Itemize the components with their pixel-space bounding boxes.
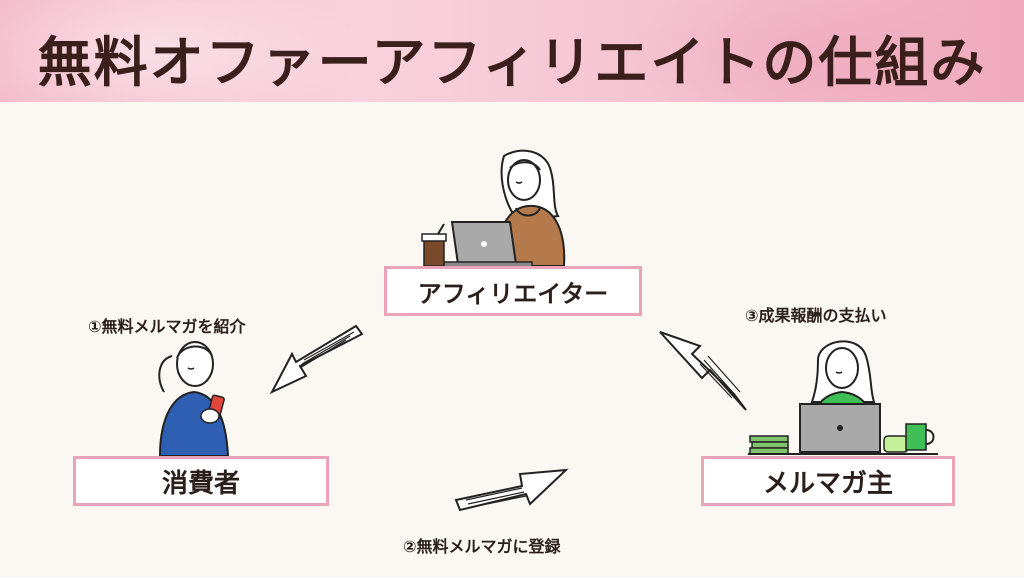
step-1-label: ①無料メルマガを紹介: [88, 317, 246, 336]
mailer-illustration: [748, 340, 938, 455]
arrow-mailer-to-affiliator: [659, 331, 747, 411]
mailer-node: メルマガ主: [701, 456, 955, 506]
consumer-node: 消費者: [73, 456, 329, 506]
arrow-consumer-to-mailer: [454, 468, 569, 512]
page-title: 無料オファーアフィリエイトの仕組み: [37, 31, 987, 94]
step-2-label: ②無料メルマガに登録: [403, 537, 561, 556]
affiliator-node: アフィリエイター: [384, 266, 642, 316]
consumer-illustration: [158, 341, 230, 457]
arrow-affiliator-to-consumer: [269, 324, 364, 395]
affiliator-illustration: [412, 149, 580, 269]
title-banner: [0, 0, 1024, 102]
step-3-label: ③成果報酬の支払い: [745, 306, 887, 325]
